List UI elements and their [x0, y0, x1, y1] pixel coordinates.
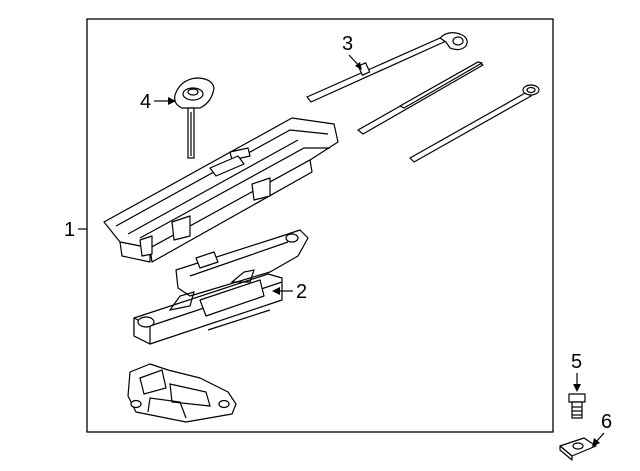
callout-label-1: 1 [64, 219, 75, 241]
callout-arrow-4 [168, 97, 176, 105]
callout-label-6: 6 [601, 411, 612, 433]
callout-label-2: 2 [296, 281, 307, 303]
callout-leader-6 [595, 432, 605, 443]
part-scissor-jack [133, 229, 309, 345]
callout-arrow-2 [272, 287, 280, 295]
callout-label-4: 4 [140, 91, 151, 113]
part-storage-tray [103, 117, 339, 263]
part-bolt [568, 393, 586, 419]
callout-arrow-3 [355, 62, 362, 70]
callout-arrow-5 [573, 384, 581, 392]
callout-label-5: 5 [571, 351, 582, 373]
callout-label-3: 3 [342, 33, 353, 55]
callout-arrow-6 [592, 438, 600, 447]
part-wing-bolt [174, 77, 215, 159]
part-clip-nut [559, 437, 597, 461]
part-mounting-bracket [127, 363, 237, 423]
part-jack-handle [306, 32, 540, 163]
diagram-frame [86, 18, 554, 433]
